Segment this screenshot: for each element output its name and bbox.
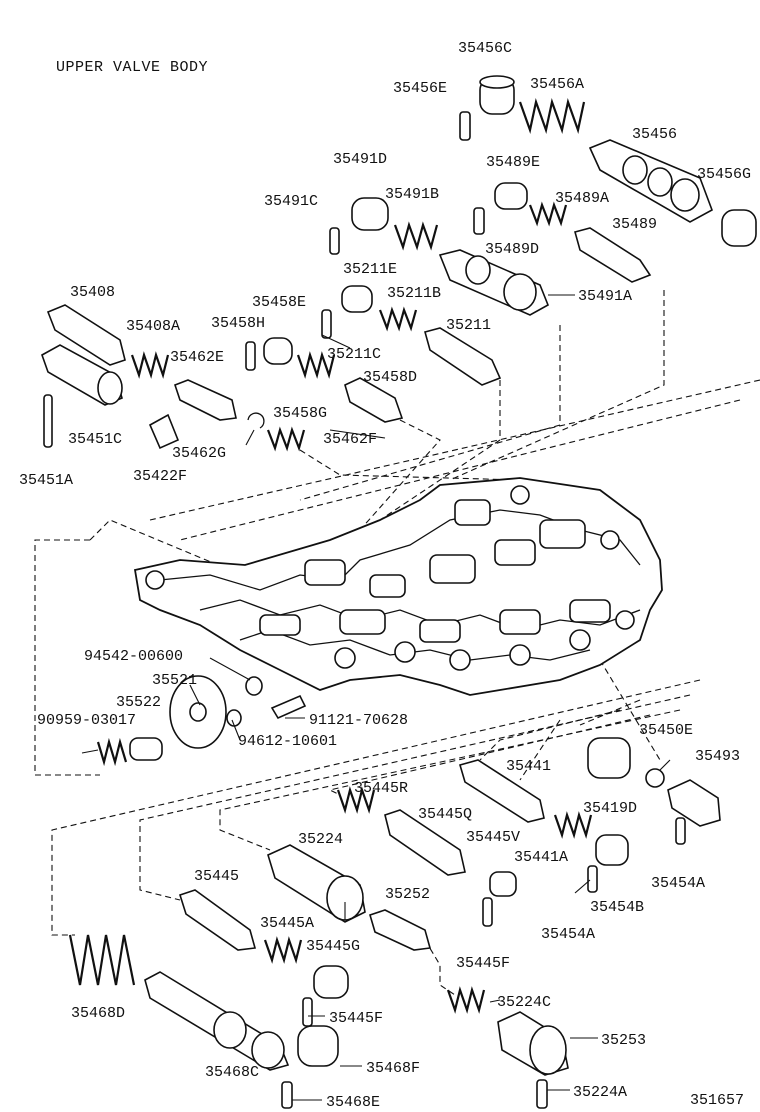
label-35458h: 35458H: [211, 315, 265, 332]
label-94612-10601: 94612-10601: [238, 733, 337, 750]
label-35408: 35408: [70, 284, 115, 301]
label-35462e: 35462E: [170, 349, 224, 366]
label-35491a: 35491A: [578, 288, 632, 305]
valve-body-casting: [133, 477, 663, 696]
label-35454a-lower: 35454A: [541, 926, 595, 943]
label-35489d: 35489D: [485, 241, 539, 258]
label-35253: 35253: [601, 1032, 646, 1049]
label-35489e: 35489E: [486, 154, 540, 171]
label-35491d: 35491D: [333, 151, 387, 168]
label-35445: 35445: [194, 868, 239, 885]
label-35451a: 35451A: [19, 472, 73, 489]
label-35468c: 35468C: [205, 1064, 259, 1081]
label-35454a-right: 35454A: [651, 875, 705, 892]
label-90959-03017: 90959-03017: [37, 712, 136, 729]
label-35252: 35252: [385, 886, 430, 903]
label-35445v: 35445V: [466, 829, 520, 846]
label-leader-lines: [81, 294, 671, 1101]
label-35458g: 35458G: [273, 405, 327, 422]
label-35445q: 35445Q: [418, 806, 472, 823]
label-35458d: 35458D: [363, 369, 417, 386]
label-35419d: 35419D: [583, 800, 637, 817]
label-35445f-right: 35445F: [456, 955, 510, 972]
label-35224a: 35224A: [573, 1084, 627, 1101]
label-35224c: 35224C: [497, 994, 551, 1011]
label-35456g: 35456G: [697, 166, 751, 183]
label-35456: 35456: [632, 126, 677, 143]
label-35462g: 35462G: [172, 445, 226, 462]
label-35462f: 35462F: [323, 431, 377, 448]
label-35441a: 35441A: [514, 849, 568, 866]
label-35451c: 35451C: [68, 431, 122, 448]
label-35445a: 35445A: [260, 915, 314, 932]
label-35422f: 35422F: [133, 468, 187, 485]
label-35224: 35224: [298, 831, 343, 848]
label-35450e: 35450E: [639, 722, 693, 739]
label-35211e: 35211E: [343, 261, 397, 278]
label-35521: 35521: [152, 672, 197, 689]
label-35522: 35522: [116, 694, 161, 711]
label-35445f-left: 35445F: [329, 1010, 383, 1027]
label-35454b: 35454B: [590, 899, 644, 916]
label-35408a: 35408A: [126, 318, 180, 335]
label-35211b: 35211B: [387, 285, 441, 302]
label-35491c: 35491C: [264, 193, 318, 210]
diagram-title: UPPER VALVE BODY: [56, 59, 208, 76]
label-94542-00600: 94542-00600: [84, 648, 183, 665]
label-35491b: 35491B: [385, 186, 439, 203]
valve-parts-lower: [68, 675, 721, 1109]
valve-parts-upper: [41, 75, 757, 452]
label-35493: 35493: [695, 748, 740, 765]
label-35489a: 35489A: [555, 190, 609, 207]
label-35456e: 35456E: [393, 80, 447, 97]
figure-code: 351657: [690, 1092, 744, 1109]
label-35468f: 35468F: [366, 1060, 420, 1077]
label-35468e: 35468E: [326, 1094, 380, 1111]
label-35456c: 35456C: [458, 40, 512, 57]
label-91121-70628: 91121-70628: [309, 712, 408, 729]
label-35458e: 35458E: [252, 294, 306, 311]
part-labels: 35456C 35456E 35456A 35456 35456G 35491D…: [19, 40, 751, 1111]
label-35489: 35489: [612, 216, 657, 233]
label-35211c: 35211C: [327, 346, 381, 363]
label-35456a: 35456A: [530, 76, 584, 93]
label-35445g: 35445G: [306, 938, 360, 955]
label-35468d: 35468D: [71, 1005, 125, 1022]
label-35445r: 35445R: [354, 780, 408, 797]
label-35441: 35441: [506, 758, 551, 775]
assembly-leader-lines: [34, 290, 760, 996]
label-35211: 35211: [446, 317, 491, 334]
